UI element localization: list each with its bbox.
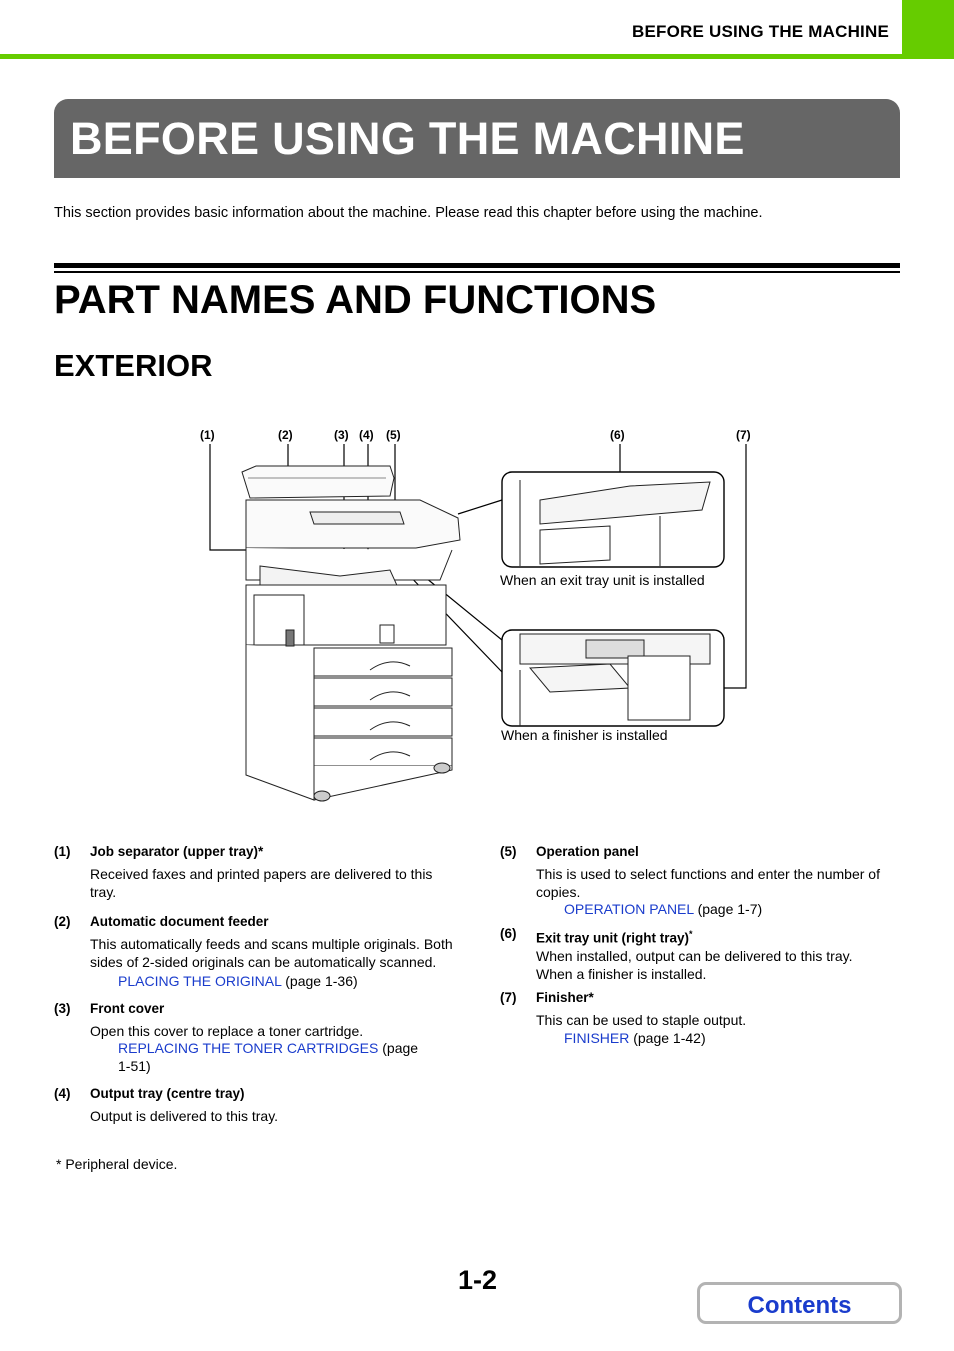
- item-reference: REPLACING THE TONER CARTRIDGES (page: [118, 1039, 418, 1057]
- part-item-6: (6) Exit tray unit (right tray)* When in…: [500, 925, 900, 987]
- item-description: Output is delivered to this tray.: [90, 1107, 278, 1125]
- item-description: This is used to select functions and ent…: [536, 865, 880, 901]
- item-name: Operation panel: [536, 844, 639, 859]
- operation-panel-link[interactable]: OPERATION PANEL: [564, 901, 694, 917]
- item-number: (6): [500, 926, 517, 941]
- inset-top-caption: When an exit tray unit is installed: [500, 572, 705, 588]
- callout-6: (6): [610, 428, 625, 442]
- footnote-marker: *: [689, 929, 693, 939]
- item-number: (7): [500, 990, 517, 1005]
- desc-line: Open this cover to replace a toner cartr…: [90, 1023, 364, 1039]
- desc-line: tray.: [90, 884, 117, 900]
- desc-line: This can be used to staple output.: [536, 1012, 747, 1028]
- desc-line: Received faxes and printed papers are de…: [90, 866, 433, 882]
- page-reference: (page 1-36): [285, 973, 358, 989]
- part-item-5: (5) Operation panel This is used to sele…: [500, 843, 900, 923]
- desc-line: sides of 2-sided originals can be automa…: [90, 954, 437, 970]
- chapter-banner: BEFORE USING THE MACHINE: [54, 99, 900, 178]
- machine-illustration: [209, 444, 747, 802]
- footnote: * Peripheral device.: [56, 1156, 178, 1172]
- item-description: When installed, output can be delivered …: [536, 947, 852, 983]
- item-description: This automatically feeds and scans multi…: [90, 935, 453, 971]
- item-description: Open this cover to replace a toner cartr…: [90, 1022, 363, 1040]
- desc-line: When installed, output can be delivered …: [536, 948, 853, 964]
- page-reference: (page 1-7): [697, 901, 763, 917]
- running-header: BEFORE USING THE MACHINE: [632, 22, 889, 41]
- contents-button[interactable]: Contents: [697, 1282, 902, 1324]
- callout-5: (5): [386, 428, 401, 442]
- item-name: Output tray (centre tray): [90, 1086, 245, 1101]
- callout-1: (1): [200, 428, 215, 442]
- part-item-7: (7) Finisher* This can be used to staple…: [500, 989, 900, 1051]
- part-item-1: (1) Job separator (upper tray)* Received…: [54, 843, 474, 913]
- machine-diagram: (1) (2) (3) (4) (5) (6) (7): [190, 420, 770, 820]
- callout-7: (7): [736, 428, 751, 442]
- part-item-3: (3) Front cover Open this cover to repla…: [54, 1000, 474, 1085]
- item-description: This can be used to staple output.: [536, 1011, 746, 1029]
- item-reference: OPERATION PANEL (page 1-7): [564, 900, 762, 918]
- item-name: Front cover: [90, 1001, 165, 1016]
- section-rule-thin: [54, 271, 900, 273]
- callout-2: (2): [278, 428, 293, 442]
- item-name-text: Exit tray unit (right tray): [536, 930, 690, 946]
- desc-line: This automatically feeds and scans multi…: [90, 936, 453, 952]
- item-number: (1): [54, 844, 71, 859]
- item-number: (5): [500, 844, 517, 859]
- subsection-title: EXTERIOR: [54, 348, 213, 383]
- item-description: Received faxes and printed papers are de…: [90, 865, 432, 901]
- section-rule-thick: [54, 263, 900, 268]
- part-item-2: (2) Automatic document feeder This autom…: [54, 913, 474, 998]
- inset-exit-tray: [501, 471, 725, 568]
- item-reference: PLACING THE ORIGINAL (page 1-36): [118, 972, 358, 990]
- desc-line: This is used to select functions and ent…: [536, 866, 880, 882]
- item-name: Job separator (upper tray)*: [90, 844, 264, 859]
- callout-4: (4): [359, 428, 374, 442]
- intro-text: This section provides basic information …: [54, 205, 763, 221]
- page-reference-continued: 1-51): [118, 1058, 151, 1074]
- machine-body: [241, 465, 461, 802]
- item-name: Exit tray unit (right tray)*: [536, 925, 693, 948]
- callout-3: (3): [334, 428, 349, 442]
- item-reference: FINISHER (page 1-42): [564, 1029, 706, 1047]
- replacing-toner-link[interactable]: REPLACING THE TONER CARTRIDGES: [118, 1040, 379, 1056]
- inset-finisher: [501, 629, 725, 727]
- part-item-4: (4) Output tray (centre tray) Output is …: [54, 1085, 474, 1130]
- header-accent-block: [902, 0, 954, 54]
- page-reference: (page: [382, 1040, 419, 1056]
- header-rule: [0, 54, 954, 59]
- finisher-link[interactable]: FINISHER: [564, 1030, 630, 1046]
- item-number: (4): [54, 1086, 71, 1101]
- item-number: (3): [54, 1001, 71, 1016]
- desc-line: When a finisher is installed.: [536, 966, 707, 982]
- page-reference: (page 1-42): [633, 1030, 706, 1046]
- section-title: PART NAMES AND FUNCTIONS: [54, 278, 657, 322]
- page-number: 1-2: [458, 1265, 498, 1295]
- inset-bottom-caption: When a finisher is installed: [501, 727, 668, 743]
- chapter-title: BEFORE USING THE MACHINE: [70, 113, 745, 164]
- item-number: (2): [54, 914, 71, 929]
- item-name: Automatic document feeder: [90, 914, 269, 929]
- placing-the-original-link[interactable]: PLACING THE ORIGINAL: [118, 973, 282, 989]
- item-name: Finisher*: [536, 990, 594, 1005]
- desc-line: Output is delivered to this tray.: [90, 1108, 279, 1124]
- desc-line: copies.: [536, 884, 581, 900]
